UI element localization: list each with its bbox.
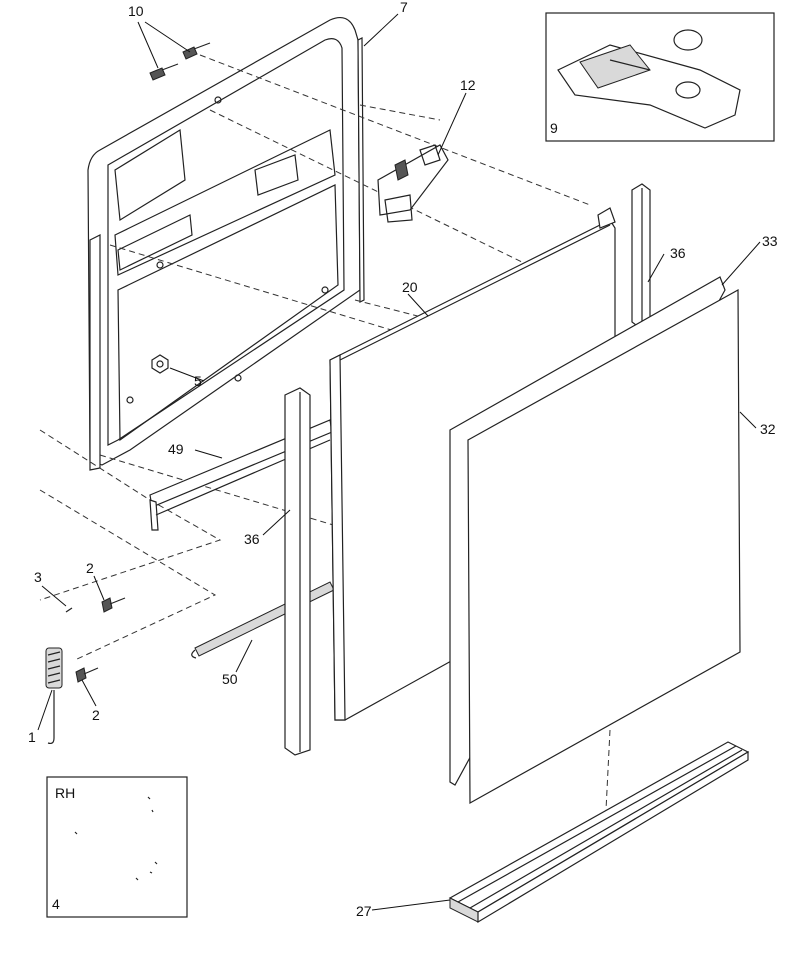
callout-7: 7 [400, 0, 408, 15]
callout-50: 50 [222, 671, 238, 687]
callout-36-lower: 36 [244, 531, 260, 547]
callout-9: 9 [550, 120, 558, 136]
inset-rh-label: RH [55, 785, 75, 801]
callout-3: 3 [34, 569, 42, 585]
nut-part-5 [151, 354, 169, 374]
callout-2-upper: 2 [86, 560, 94, 576]
spring-part-1 [45, 647, 63, 745]
dispenser-inset [545, 12, 775, 142]
screw-part-2-lower [75, 667, 99, 683]
bottom-trim-part-27 [448, 741, 750, 924]
screw-part-2-upper [101, 597, 126, 613]
callout-labels: 10 7 12 9 36 33 20 5 32 49 36 3 2 50 2 1… [28, 0, 778, 919]
callout-4: 4 [52, 896, 60, 912]
callout-10: 10 [128, 3, 144, 19]
side-trim-left [284, 387, 311, 756]
inner-door-frame [87, 17, 365, 471]
door-latch-assembly [377, 144, 449, 223]
callout-12: 12 [460, 77, 476, 93]
callout-1: 1 [28, 729, 36, 745]
front-panel-part-32 [467, 288, 741, 805]
side-trim-right [631, 183, 651, 329]
callout-2-lower: 2 [92, 707, 100, 723]
callout-32: 32 [760, 421, 776, 437]
callout-49: 49 [168, 441, 184, 457]
clip-part-3 [65, 607, 73, 613]
callout-5: 5 [194, 373, 202, 389]
callout-27: 27 [356, 903, 372, 919]
screws-part-10 [149, 42, 211, 81]
callout-33: 33 [762, 233, 778, 249]
rh-inset: RH [46, 776, 188, 918]
callout-36-upper: 36 [670, 245, 686, 261]
leader-lines [37, 13, 761, 911]
callout-20: 20 [402, 279, 418, 295]
